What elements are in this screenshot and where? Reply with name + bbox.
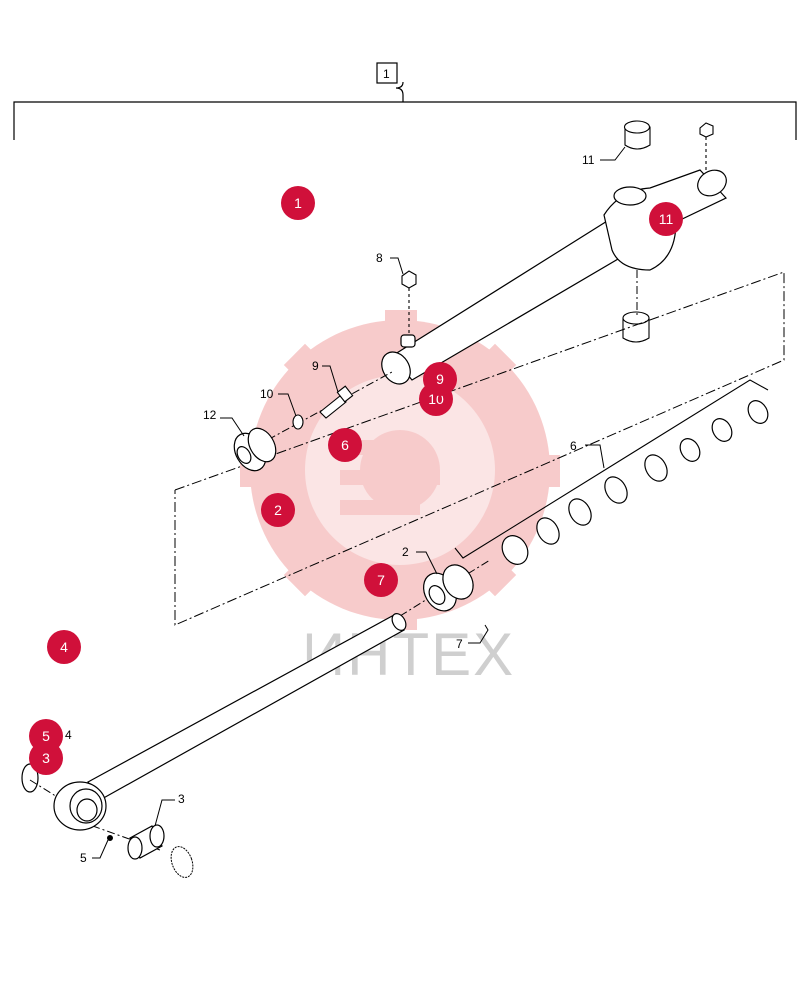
gland <box>423 564 474 612</box>
leader-lines <box>92 146 626 859</box>
hotspot-circle[interactable] <box>423 362 457 396</box>
hotspot-11[interactable]: 11 <box>649 202 683 236</box>
hotspot-label: 5 <box>42 728 50 744</box>
bushing-3 <box>127 824 165 860</box>
piston-bolt <box>319 385 354 419</box>
hotspot-label: 2 <box>274 502 282 518</box>
grease-fitting-top <box>699 122 714 170</box>
hotspot-circle[interactable] <box>364 563 398 597</box>
watermark-logo <box>240 310 560 630</box>
hotspot-2[interactable]: 2 <box>261 493 295 527</box>
hotspot-9[interactable]: 9 <box>423 362 457 396</box>
hotspot-label: 4 <box>60 639 68 655</box>
part-label-9: 9 <box>312 359 319 373</box>
piston <box>233 427 277 472</box>
seal-ring-set <box>501 400 769 565</box>
part-label-6: 6 <box>570 439 577 453</box>
hotspot-6[interactable]: 6 <box>328 428 362 462</box>
top-bracket <box>13 81 797 140</box>
hotspot-circle[interactable] <box>281 186 315 220</box>
snap-ring-left <box>21 763 39 793</box>
hotspot-circle[interactable] <box>29 719 63 753</box>
hotspot-4[interactable]: 4 <box>47 630 81 664</box>
part-label-4: 4 <box>65 728 72 742</box>
callout-box <box>376 62 398 84</box>
hotspot-circle[interactable] <box>261 493 295 527</box>
hotspot-label: 6 <box>341 437 349 453</box>
cylinder-barrel <box>381 169 727 385</box>
bushing-bottom <box>622 311 650 343</box>
bushing-top <box>623 120 651 150</box>
grease-fitting-5 <box>107 835 113 841</box>
hotspot-circle[interactable] <box>47 630 81 664</box>
snap-ring-right <box>170 846 194 878</box>
part-label-5: 5 <box>80 851 87 865</box>
hotspot-label: 1 <box>294 195 302 211</box>
hotspot-circle[interactable] <box>649 202 683 236</box>
hotspot-circle[interactable] <box>328 428 362 462</box>
part-label-2: 2 <box>402 545 409 559</box>
hotspot-label: 3 <box>42 750 50 766</box>
part-label-8: 8 <box>376 251 383 265</box>
callout-box-label: 1 <box>383 67 390 81</box>
part-label-7: 7 <box>456 637 463 651</box>
part-label-11: 11 <box>582 153 595 167</box>
seal-kit-boundary <box>174 271 785 626</box>
seal-set-bracket <box>454 379 769 559</box>
hotspot-7[interactable]: 7 <box>364 563 398 597</box>
hotspot-label: 11 <box>659 211 674 227</box>
hotspot-label: 9 <box>436 371 444 387</box>
part-label-10: 10 <box>260 387 274 401</box>
part-label-3: 3 <box>178 792 185 806</box>
washer <box>292 414 304 430</box>
piston-rod <box>87 613 407 801</box>
hotspot-label: 7 <box>377 572 385 588</box>
rod-eye <box>53 781 107 831</box>
hotspot-1[interactable]: 1 <box>281 186 315 220</box>
grease-fitting-8 <box>401 270 417 335</box>
hotspot-5[interactable]: 5 <box>29 719 63 753</box>
part-label-12: 12 <box>203 408 217 422</box>
